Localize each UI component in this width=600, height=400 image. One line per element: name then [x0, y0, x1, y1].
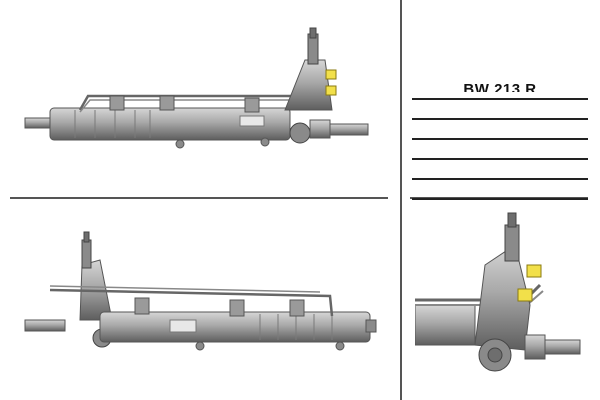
spec-line [412, 138, 588, 140]
steering-rack-photo-top [20, 20, 380, 190]
spec-line [412, 178, 588, 180]
spec-line [412, 198, 588, 200]
vertical-divider [400, 0, 402, 400]
steering-rack-icon [24, 27, 369, 149]
steering-valve-closeup-icon [415, 212, 581, 372]
part-number: BW 213 R [463, 81, 537, 92]
valve-closeup-photo [415, 205, 595, 390]
spec-line [412, 98, 588, 100]
spec-line [412, 118, 588, 120]
spec-line [412, 158, 588, 160]
spec-area: BW 213 R [412, 70, 588, 200]
steering-rack-icon [24, 231, 377, 351]
steering-rack-photo-bottom [20, 220, 380, 390]
left-horizontal-divider [10, 197, 388, 199]
